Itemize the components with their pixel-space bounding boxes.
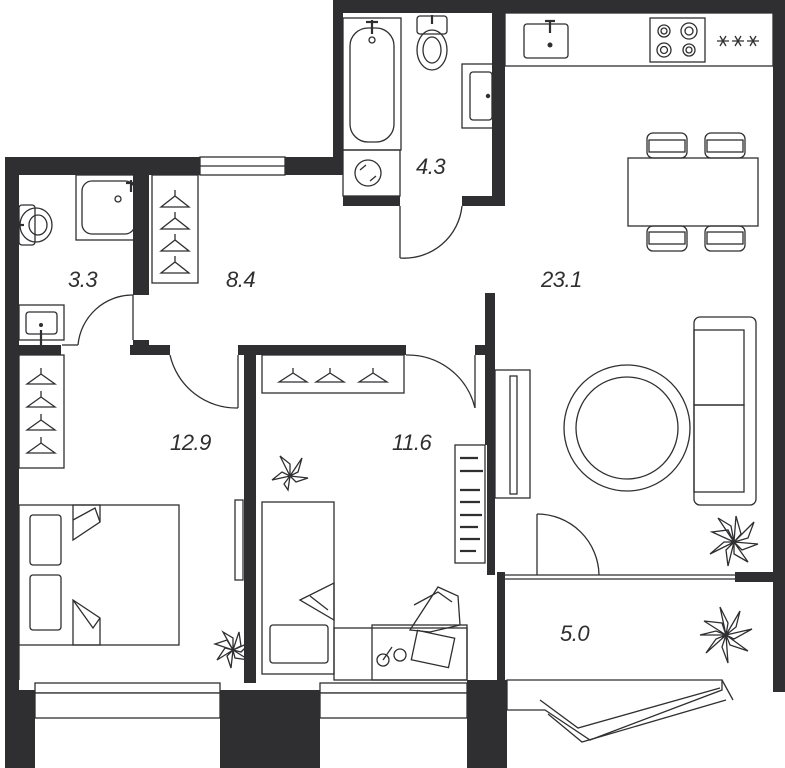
windows [34,156,734,743]
door-swings [62,205,735,580]
room-area-hallway: 8.4 [226,267,255,292]
room-area-bedroom: 12.9 [170,430,211,455]
hallway-wardrobe [151,174,199,284]
kitchen-fixtures [494,12,774,567]
balcony-plant [699,606,753,664]
room-area-bathroom-small: 3.3 [68,267,98,292]
kids-furniture [261,354,486,681]
walls [5,0,785,768]
room-area-balcony: 5.0 [560,621,590,646]
room-area-kitchen-living: 23.1 [540,267,582,292]
room-area-bathroom: 4.3 [416,154,446,179]
bedroom-furniture [18,354,252,680]
room-area-kids-room: 11.6 [392,430,432,455]
bathroom-fixtures [342,15,500,197]
wc-fixtures [15,174,142,345]
area-labels: 3.3 8.4 4.3 23.1 12.9 11.6 5.0 [68,154,591,646]
